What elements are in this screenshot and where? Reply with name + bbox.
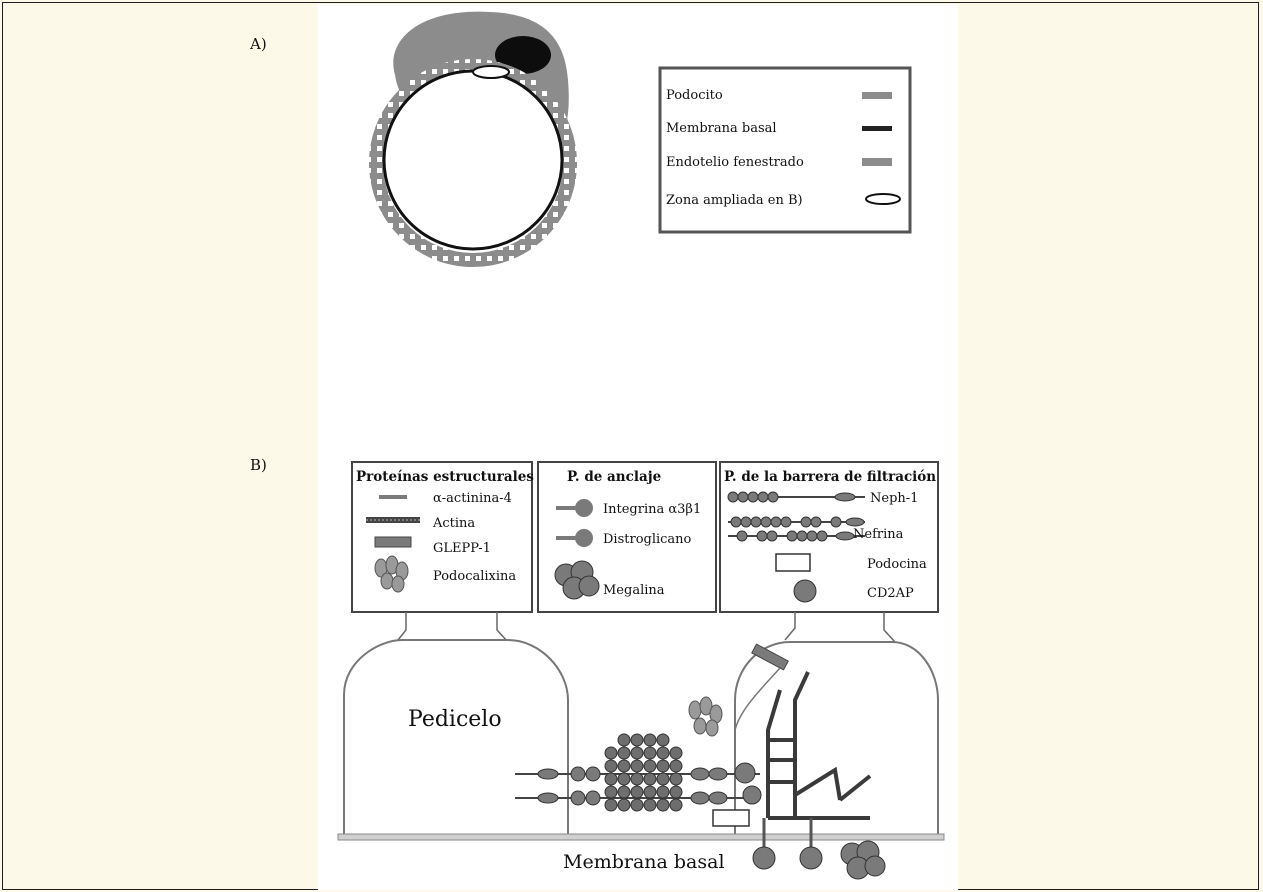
podocalyxin-cluster — [688, 696, 723, 737]
membrane-label: Membrana basal — [563, 851, 725, 873]
icon-neph1 — [727, 491, 865, 503]
endothelium-ring — [369, 59, 577, 267]
basement-membrane-line — [337, 833, 945, 841]
legend-a: Podocito Membrana basal Endotelio fenest… — [658, 66, 912, 234]
capillary-diagram — [369, 11, 577, 267]
item-neph1: Neph-1 — [870, 491, 918, 506]
slit-diaphragm-complex — [515, 696, 762, 827]
box-structural-title: Proteínas estructurales — [356, 469, 534, 485]
box-anchoring-title: P. de anclaje — [567, 469, 661, 485]
box-structural: Proteínas estructurales α-actinina-4 Act… — [351, 461, 534, 613]
icon-megalin — [554, 560, 600, 600]
podocyte-nucleus — [495, 36, 551, 74]
legend-swatch-zona-ellipse — [865, 193, 901, 205]
legend-a-endotelio: Endotelio fenestrado — [666, 155, 804, 170]
icon-dystroglycan — [575, 529, 593, 547]
cytoskeleton-ladder — [766, 671, 872, 820]
protein-cluster — [604, 733, 683, 812]
glepp1-rod — [751, 643, 789, 671]
legend-swatch-podocito — [862, 92, 892, 99]
connectors — [397, 612, 896, 643]
legend-a-zona: Zona ampliada en B) — [666, 193, 803, 208]
icon-nephrin — [728, 516, 865, 542]
item-integrin: Integrina α3β1 — [603, 502, 701, 517]
panel-b-label: B) — [250, 456, 267, 474]
icon-actin — [366, 517, 420, 523]
icon-integrin — [575, 499, 593, 517]
icon-podocin — [775, 553, 811, 572]
legend-a-membrana: Membrana basal — [666, 121, 777, 136]
box-filtration: P. de la barrera de filtración Neph-1 — [719, 461, 939, 613]
icon-glepp1 — [374, 536, 412, 548]
item-podocin: Podocina — [867, 557, 927, 572]
legend-a-podocito: Podocito — [666, 88, 723, 103]
icon-podocalyxin — [374, 555, 409, 593]
icon-cd2ap — [793, 579, 817, 603]
box-anchoring: P. de anclaje Integrina α3β1 Distroglica… — [537, 461, 717, 613]
item-actin: Actina — [432, 516, 475, 531]
item-nephrin: Nefrina — [853, 527, 904, 542]
item-dystroglycan: Distroglicano — [603, 532, 692, 547]
zoom-area-ellipse — [472, 65, 510, 79]
item-alpha-actinin: α-actinina-4 — [433, 491, 512, 506]
legend-swatch-endotelio — [862, 158, 892, 166]
basement-membrane-ring — [382, 69, 564, 251]
pedicel-left — [343, 639, 569, 838]
item-podocalyxin: Podocalixina — [433, 569, 516, 584]
podocin-box — [712, 809, 750, 827]
anchors-below-membrane — [752, 818, 886, 880]
pedicel-right — [734, 641, 939, 838]
item-cd2ap: CD2AP — [867, 586, 914, 601]
icon-alpha-actinin — [379, 495, 407, 499]
item-megalin: Megalina — [603, 583, 665, 598]
legend-swatch-membrana — [862, 126, 892, 131]
panel-a-label: A) — [250, 35, 267, 53]
item-glepp1: GLEPP-1 — [433, 541, 491, 556]
box-filtration-title: P. de la barrera de filtración — [724, 469, 936, 485]
pedicel-label: Pedicelo — [408, 707, 502, 732]
